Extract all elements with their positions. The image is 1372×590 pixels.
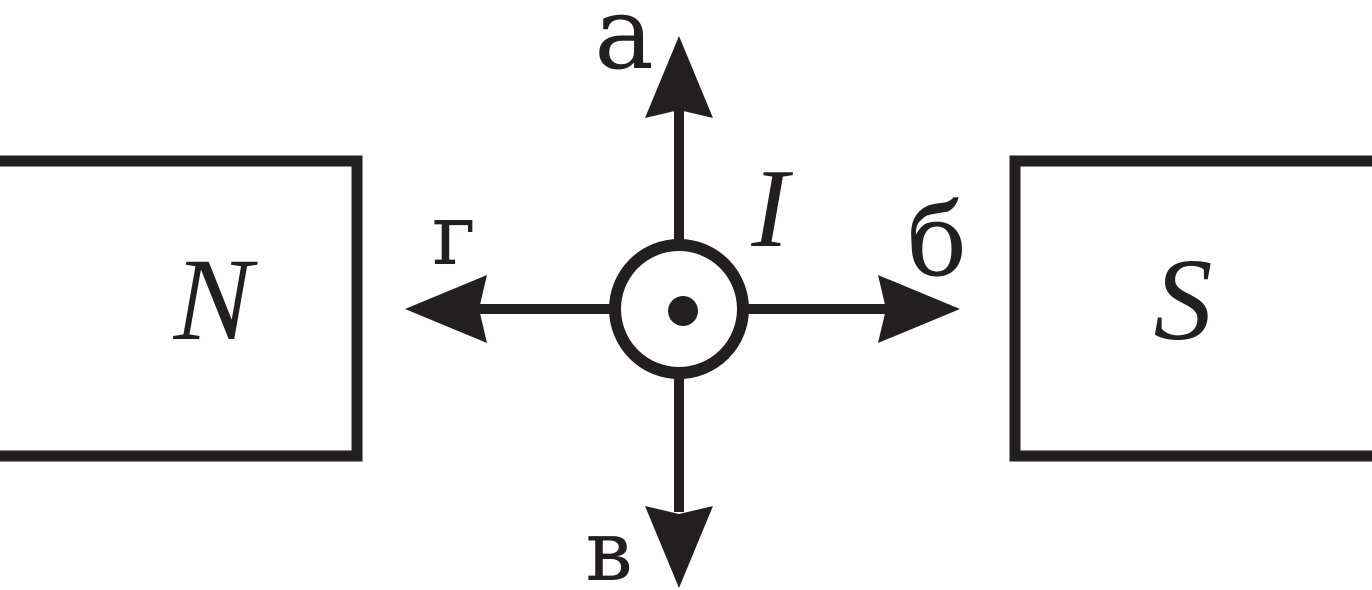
south-magnet: S <box>1009 155 1372 462</box>
north-magnet: N <box>0 155 363 462</box>
arrow-up-head <box>645 36 713 118</box>
arrow-down-label: в <box>585 502 632 590</box>
south-pole-label: S <box>1154 234 1213 365</box>
arrow-left-head <box>405 275 487 343</box>
north-magnet-outline <box>0 155 363 462</box>
south-magnet-outline <box>1009 155 1372 462</box>
arrow-right-label: б <box>907 182 967 299</box>
current-label: I <box>750 147 793 271</box>
conductor-current-out-icon <box>609 239 749 379</box>
arrow-right-head <box>878 275 960 343</box>
north-pole-label: N <box>173 234 259 365</box>
arrow-left-label: г <box>432 186 476 284</box>
arrow-down-head <box>645 506 713 588</box>
current-dot-icon <box>668 296 698 326</box>
arrow-up-label: а <box>594 0 654 92</box>
